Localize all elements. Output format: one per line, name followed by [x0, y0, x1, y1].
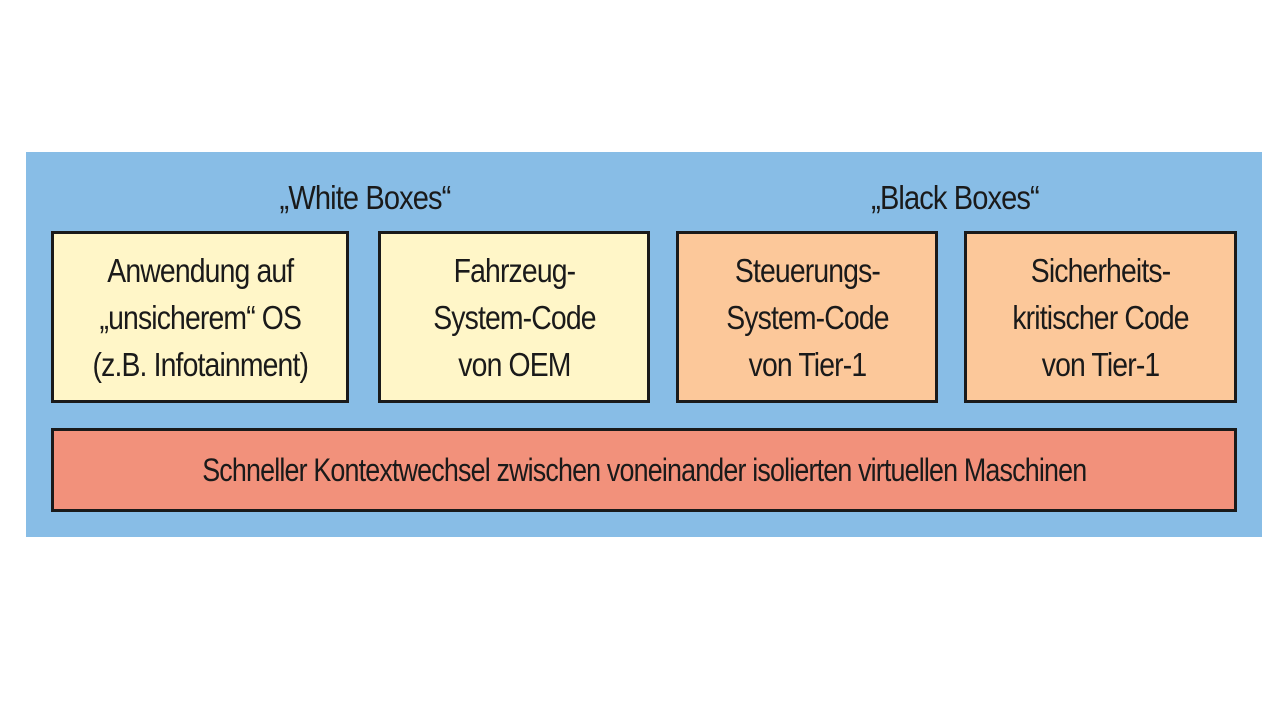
context-switch-bar: Schneller Kontextwechsel zwischen vonein… — [51, 428, 1237, 512]
box-line: System-Code — [432, 298, 596, 336]
box-line: Anwendung auf — [106, 251, 294, 289]
box-line: kritischer Code — [1012, 298, 1189, 336]
context-switch-label: Schneller Kontextwechsel zwischen vonein… — [201, 452, 1087, 488]
box-infotainment-app: Anwendung auf „unsicherem“ OS (z.B. Info… — [51, 231, 349, 403]
box-line: Sicherheits- — [1030, 251, 1171, 289]
box-line: Steuerungs- — [734, 251, 880, 289]
white-boxes-title: „White Boxes“ — [279, 179, 452, 216]
box-vehicle-system-code: Fahrzeug- System-Code von OEM — [378, 231, 650, 403]
box-line: von Tier-1 — [748, 345, 866, 383]
box-line: von OEM — [457, 345, 571, 383]
box-line: (z.B. Infotainment) — [92, 345, 308, 383]
box-line: „unsicherem“ OS — [99, 298, 301, 336]
box-control-system-code: Steuerungs- System-Code von Tier-1 — [676, 231, 938, 403]
box-safety-critical-code: Sicherheits- kritischer Code von Tier-1 — [964, 231, 1237, 403]
box-line: von Tier-1 — [1041, 345, 1160, 383]
black-boxes-title: „Black Boxes“ — [871, 179, 1040, 216]
box-line: Fahrzeug- — [453, 251, 575, 289]
box-line: System-Code — [725, 298, 889, 336]
